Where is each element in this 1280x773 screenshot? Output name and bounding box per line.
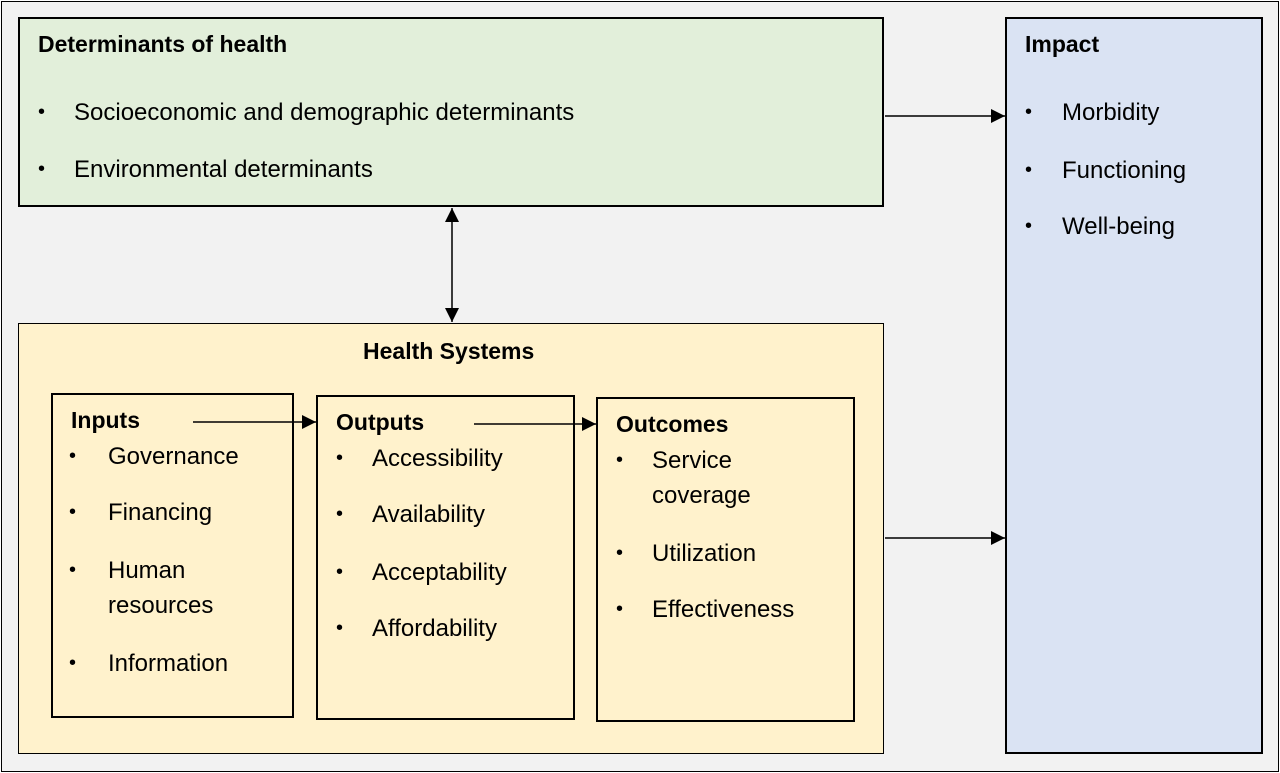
outcomes-box: Outcomes • Service coverage • Utilizatio… [596,397,855,722]
input-item: Human [108,557,186,584]
outcome-item: Utilization [652,540,757,567]
input-item: Information [108,650,229,677]
bullet: • [616,449,624,471]
outcome-item: coverage [652,482,751,509]
output-item: Availability [372,501,485,528]
bullet: • [69,501,77,523]
inputs-title: Inputs [71,407,140,433]
outcome-item: Effectiveness [652,596,795,623]
bullet: • [1025,101,1033,123]
impact-item: Well-being [1062,213,1175,240]
outcome-item: Service [652,447,733,474]
input-item: resources [108,592,214,619]
input-item: Governance [108,443,239,470]
health-systems-title: Health Systems [363,338,535,364]
determinants-box: Determinants of health • Socioeconomic a… [18,17,884,207]
bullet: • [38,101,46,123]
inputs-box: Inputs • Governance • Financing • Human … [51,393,294,718]
bullet: • [616,598,624,620]
bullet: • [69,445,77,467]
impact-item: Morbidity [1062,99,1160,126]
determinant-item: Environmental determinants [74,156,373,183]
outputs-title: Outputs [336,409,425,435]
bullet: • [38,158,46,180]
outcomes-title: Outcomes [616,411,729,437]
bullet: • [69,559,77,581]
determinants-title: Determinants of health [38,31,288,57]
outputs-box: Outputs • Accessibility • Availability •… [316,395,575,720]
determinant-item: Socioeconomic and demographic determinan… [74,99,575,126]
bullet: • [1025,159,1033,181]
input-item: Financing [108,499,213,526]
impact-title: Impact [1025,31,1100,57]
output-item: Acceptability [372,559,507,586]
bullet: • [336,617,344,639]
bullet: • [336,447,344,469]
output-item: Affordability [372,615,497,642]
bullet: • [336,503,344,525]
bullet: • [69,652,77,674]
bullet: • [1025,215,1033,237]
impact-item: Functioning [1062,157,1187,184]
bullet: • [336,561,344,583]
impact-box: Impact • Morbidity • Functioning • Well-… [1005,17,1263,754]
bullet: • [616,542,624,564]
output-item: Accessibility [372,445,503,472]
